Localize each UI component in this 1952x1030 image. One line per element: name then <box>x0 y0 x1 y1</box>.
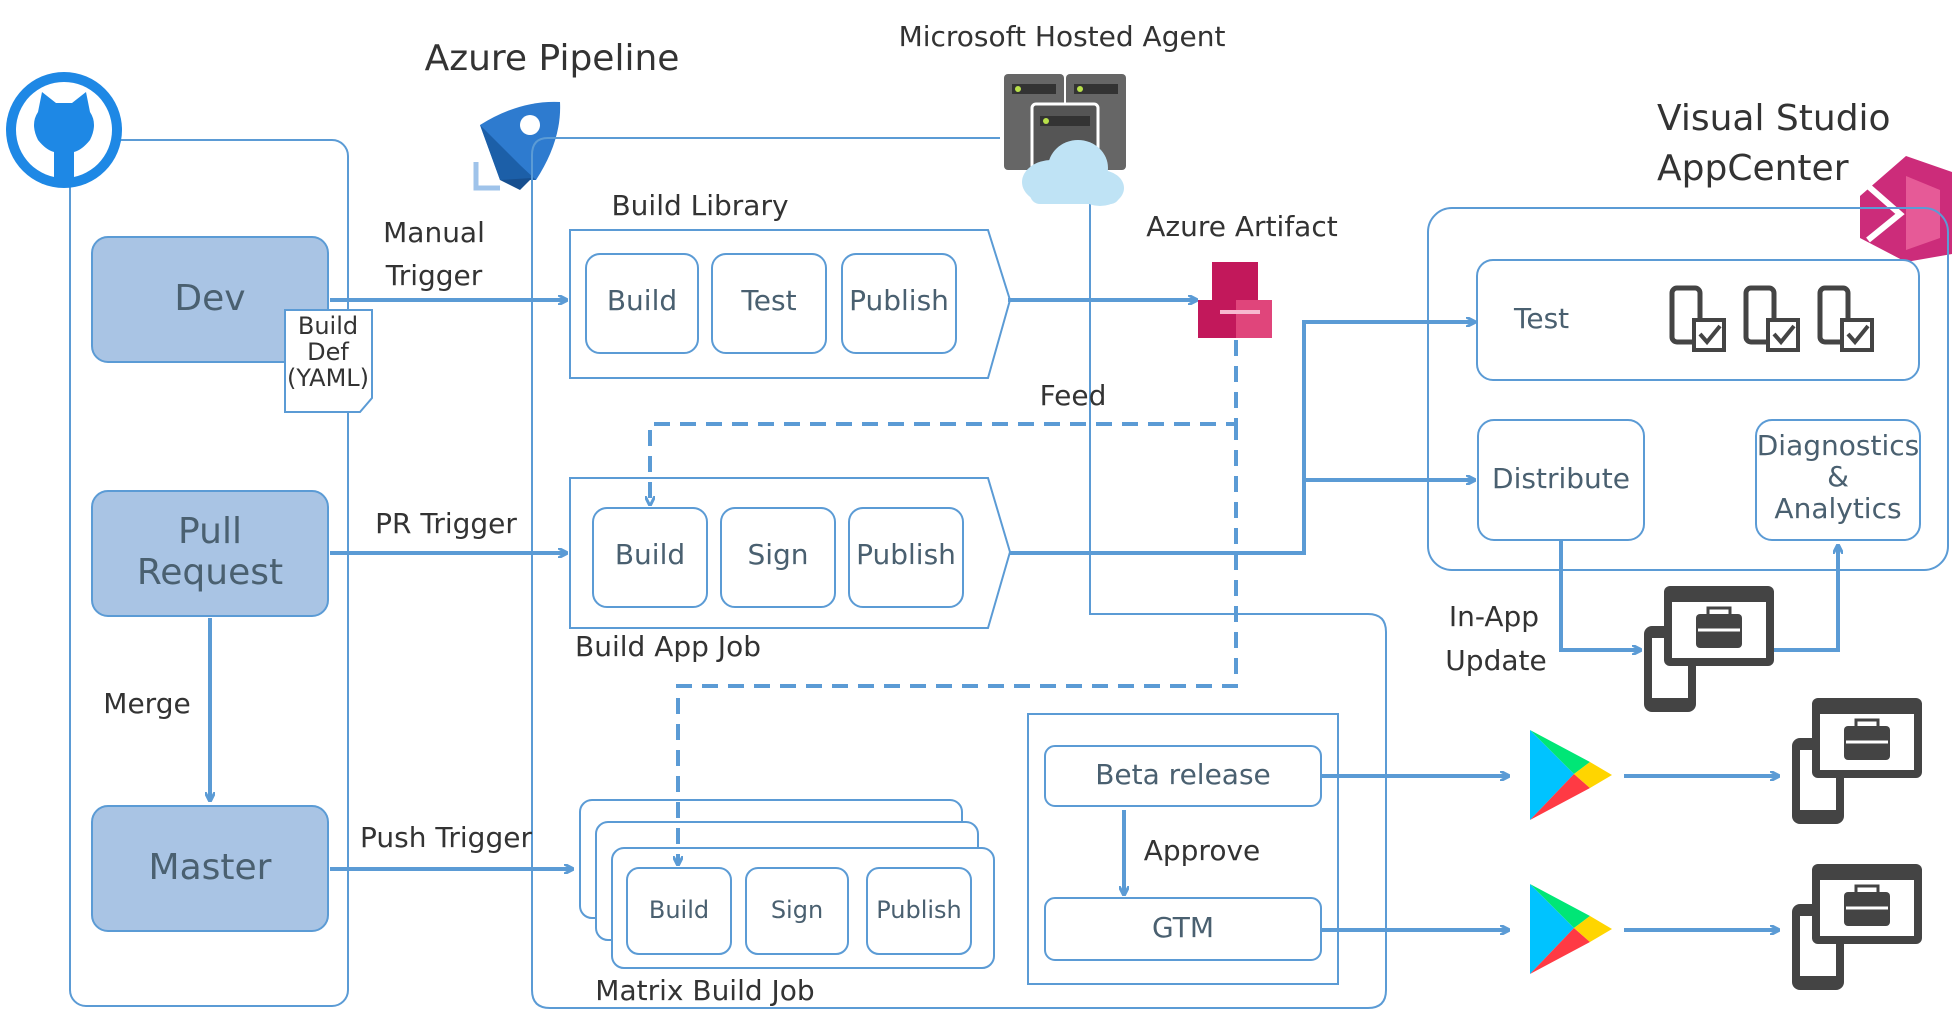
push-trigger-label: Push Trigger <box>360 821 532 854</box>
gtm-label: GTM <box>1152 911 1214 944</box>
pull-request-label-line1: Pull <box>178 511 242 552</box>
matrix-step-build[interactable]: Build <box>626 867 732 955</box>
build-def-line3: (YAML) <box>287 364 369 392</box>
matrix-step-publish[interactable]: Publish <box>866 867 972 955</box>
pull-request-label-line2: Request <box>137 552 283 593</box>
manual-trigger-line2: Trigger <box>385 259 483 292</box>
build-library-step-test-label: Test <box>740 284 796 317</box>
github-panel-frame <box>69 139 349 1007</box>
gtm-node[interactable]: GTM <box>1044 897 1322 961</box>
build-def-line1: Build <box>298 312 358 340</box>
build-app-job-title: Build App Job <box>575 630 761 663</box>
app-to-appcenter-connector <box>1010 322 1474 555</box>
build-app-step-publish-label: Publish <box>856 538 956 571</box>
pr-trigger-connector: PR Trigger <box>330 507 566 553</box>
in-app-update-line2: Update <box>1445 644 1546 677</box>
feed-label: Feed <box>1040 379 1107 412</box>
microsoft-hosted-agent-icon <box>1004 74 1126 206</box>
device-app-icon <box>1644 586 1774 712</box>
build-def-document[interactable]: Build Def (YAML) <box>284 309 373 413</box>
device-test-icon <box>1743 285 1800 352</box>
appcenter-distribute-node[interactable]: Distribute <box>1477 419 1645 541</box>
beta-release-label: Beta release <box>1095 758 1271 791</box>
google-play-icon <box>1530 884 1612 974</box>
build-library-step-publish-label: Publish <box>849 284 949 317</box>
build-library-title: Build Library <box>611 189 788 222</box>
build-library-step-build-label: Build <box>607 284 677 317</box>
azure-artifact-label: Azure Artifact <box>1146 210 1337 243</box>
appcenter-panel: Test Distribute Diagnostics <box>1427 207 1949 571</box>
master-node[interactable]: Master <box>91 805 329 932</box>
dev-node[interactable]: Dev <box>91 236 329 363</box>
pr-trigger-label: PR Trigger <box>375 507 517 540</box>
pull-request-node[interactable]: Pull Request <box>91 490 329 617</box>
device-test-icon <box>1817 285 1874 352</box>
appcenter-test-label: Test <box>1513 302 1569 335</box>
in-app-update-connector: In-App Update <box>1445 540 1838 677</box>
master-label: Master <box>149 847 272 888</box>
google-play-icon <box>1530 730 1612 820</box>
merge-connector: Merge <box>103 618 210 800</box>
diagnostics-label-line1: Diagnostics <box>1757 429 1919 462</box>
matrix-build-job-title: Matrix Build Job <box>595 974 814 1007</box>
device-test-icon <box>1669 285 1726 352</box>
approve-label: Approve <box>1144 834 1261 867</box>
build-app-step-sign[interactable]: Sign <box>720 507 836 608</box>
appcenter-title-line1: Visual Studio <box>1657 98 1891 139</box>
github-panel <box>69 139 349 1007</box>
appcenter-test-node[interactable]: Test <box>1476 259 1920 381</box>
diagnostics-label-line3: Analytics <box>1774 492 1901 525</box>
pipeline-panel-frame <box>531 137 1387 1009</box>
build-app-step-build[interactable]: Build <box>592 507 708 608</box>
appcenter-diagnostics-node[interactable]: Diagnostics & Analytics <box>1755 419 1921 541</box>
build-library-stage: Build Test Publish <box>569 229 1012 379</box>
manual-trigger-connector: Manual Trigger <box>330 216 566 300</box>
pipeline-panel <box>531 137 1387 1009</box>
build-library-step-publish[interactable]: Publish <box>841 253 957 354</box>
azure-artifact-icon <box>1198 262 1272 338</box>
build-library-step-test[interactable]: Test <box>711 253 827 354</box>
github-icon <box>6 72 122 188</box>
in-app-update-line1: In-App <box>1449 600 1539 633</box>
build-def-line2: Def <box>307 338 349 366</box>
matrix-step-sign[interactable]: Sign <box>745 867 849 955</box>
device-app-icon <box>1792 698 1922 824</box>
build-app-step-publish[interactable]: Publish <box>848 507 964 608</box>
matrix-step-build-label: Build <box>649 896 709 924</box>
azure-pipeline-title: Azure Pipeline <box>425 38 680 79</box>
matrix-step-publish-label: Publish <box>876 896 962 924</box>
hosted-agent-label: Microsoft Hosted Agent <box>899 20 1226 53</box>
device-app-icon <box>1792 864 1922 990</box>
manual-trigger-line1: Manual <box>383 216 485 249</box>
build-app-step-sign-label: Sign <box>747 538 808 571</box>
matrix-build-job-stage: Build Sign Publish <box>579 799 995 969</box>
beta-release-node[interactable]: Beta release <box>1044 745 1322 807</box>
merge-label: Merge <box>103 687 190 720</box>
matrix-step-sign-label: Sign <box>771 896 823 924</box>
release-panel: Beta release Approve GTM <box>1027 713 1339 985</box>
appcenter-distribute-label: Distribute <box>1492 462 1630 495</box>
dev-label: Dev <box>174 278 245 319</box>
appcenter-title-line2: AppCenter <box>1657 148 1849 189</box>
diagnostics-label-line2: & <box>1827 460 1849 493</box>
build-app-job-stage: Build Sign Publish <box>569 477 1012 629</box>
build-app-step-build-label: Build <box>615 538 685 571</box>
build-library-step-build[interactable]: Build <box>585 253 699 354</box>
azure-pipelines-icon <box>473 101 561 191</box>
push-trigger-connector: Push Trigger <box>330 821 572 869</box>
